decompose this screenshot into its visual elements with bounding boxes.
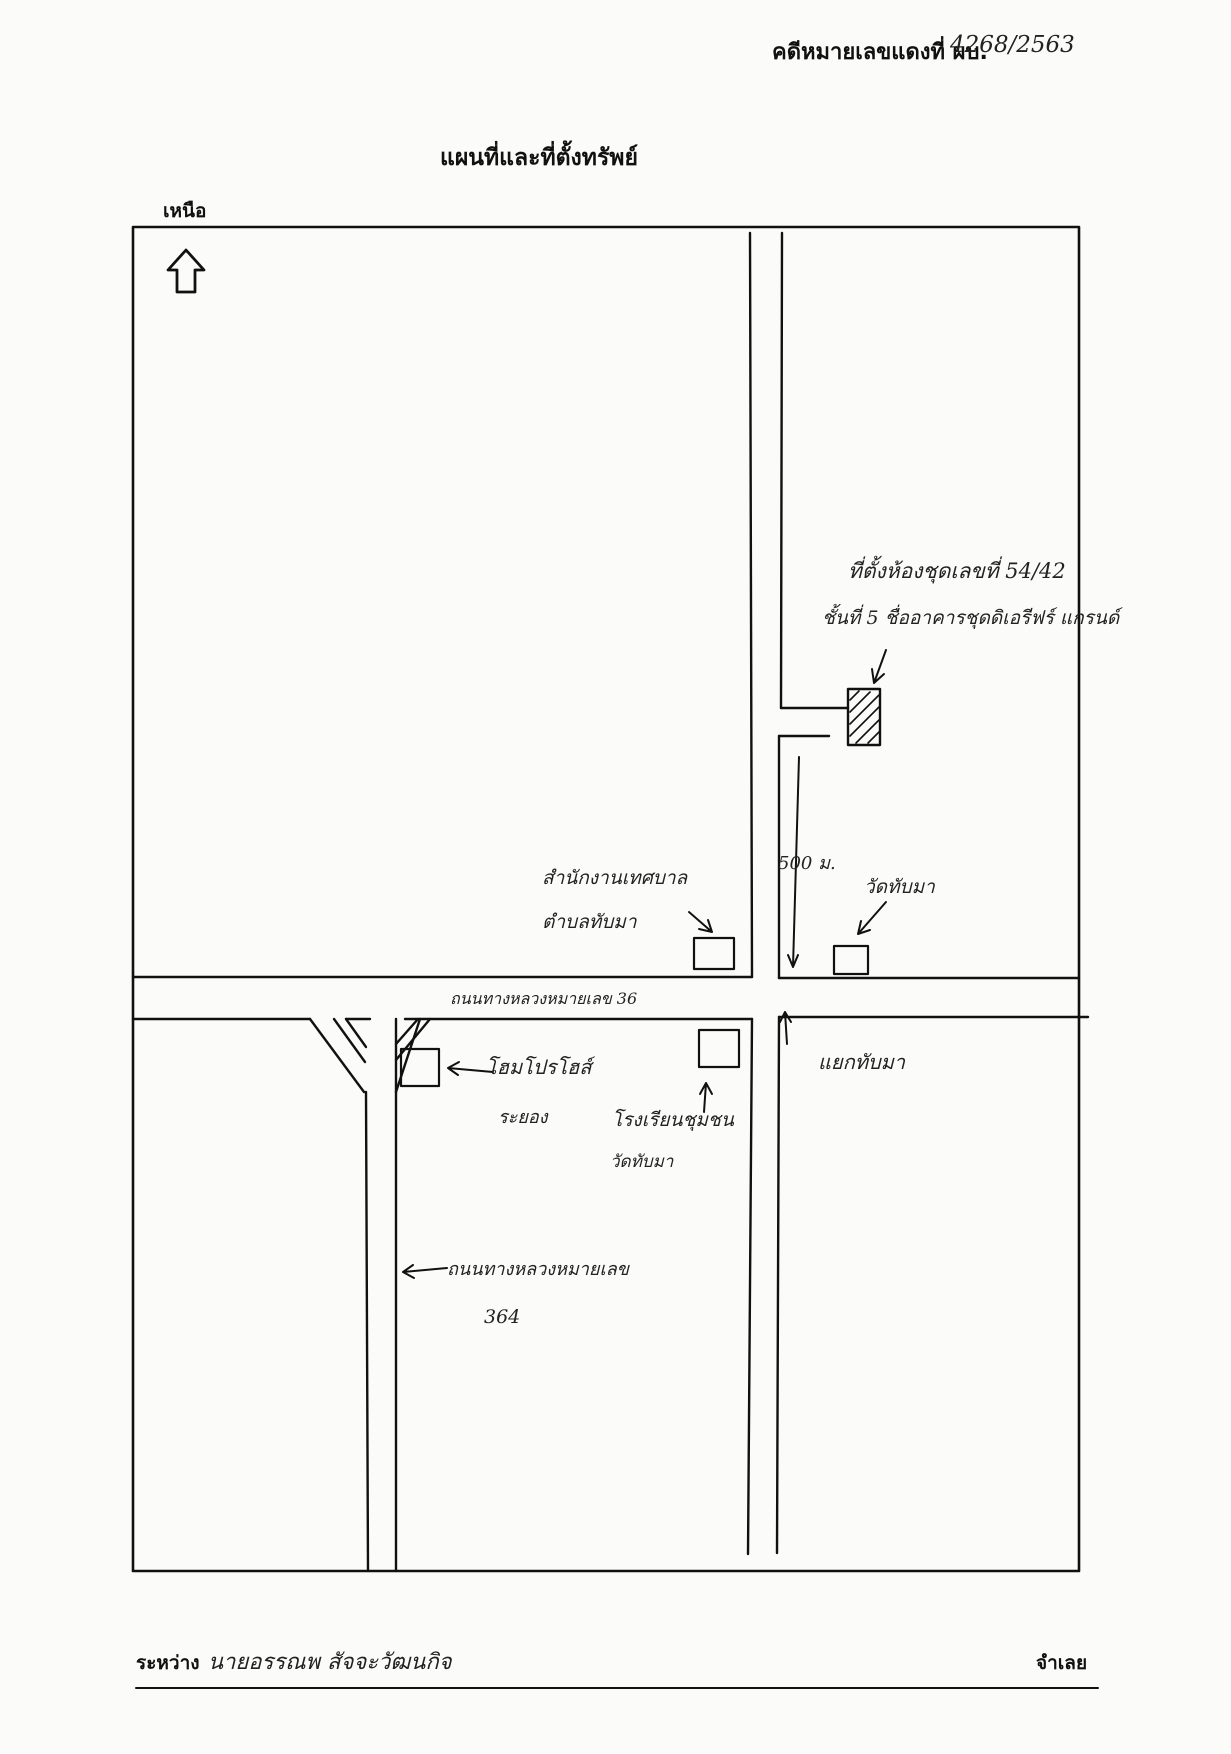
highway-364-label-line1: ถนนทางหลวงหมายเลข	[447, 1259, 631, 1280]
between-label: ระหว่าง	[136, 1652, 200, 1674]
case-number-label: คดีหมายเลขแดงที่ ผบ.	[772, 40, 988, 65]
temple-marker	[832, 944, 870, 976]
highway-364-road	[308, 1017, 432, 1573]
map-frame	[131, 225, 1081, 1573]
side-road-north	[748, 231, 850, 980]
temple-label: วัดทับมา	[864, 876, 936, 898]
north-label: เหนือ	[163, 200, 207, 222]
party-name: นายอรรณพ สัจจะวัฒนกิจ	[208, 1650, 452, 1675]
highway-36-label: ถนนทางหลวงหมายเลข 36	[450, 989, 637, 1008]
municipal-office-label-line2: ตำบลทับมา	[542, 911, 638, 933]
home-store-label-line1: โฮมโปรโฮส์	[486, 1055, 595, 1079]
property-label-line2: ชั้นที่ 5 ชื่ออาคารชุดดิเอรีฟร์ แกรนด์	[822, 603, 1123, 629]
condominium-building-marker	[846, 687, 882, 747]
home-store-marker	[399, 1047, 441, 1088]
defendant-label: จำเลย	[1036, 1652, 1088, 1674]
map-title: แผนที่และที่ตั้งทรัพย์	[440, 145, 638, 171]
school-label-line1: โรงเรียนชุมชน	[612, 1108, 735, 1131]
side-road-south	[746, 1015, 781, 1556]
junction-label: แยกทับมา	[818, 1050, 906, 1074]
property-label-line1: ที่ตั้งห้องชุดเลขที่ 54/42	[848, 555, 1066, 584]
highway-364-label-line2: 364	[484, 1306, 520, 1328]
distance-label: 500 ม.	[778, 853, 836, 874]
municipal-office-marker	[692, 936, 736, 971]
school-marker	[697, 1028, 741, 1069]
condominium-hatch	[849, 690, 880, 744]
municipal-office-label-line1: สำนักงานเทศบาล	[542, 867, 689, 889]
annotation-arrows	[402, 649, 887, 1279]
highway-36-road	[131, 975, 1090, 1021]
case-number: 4268/2563	[950, 32, 1075, 58]
school-label-line2: วัดทับมา	[610, 1152, 674, 1172]
north-arrow-icon	[166, 248, 206, 294]
home-store-label-line2: ระยอง	[498, 1107, 549, 1128]
